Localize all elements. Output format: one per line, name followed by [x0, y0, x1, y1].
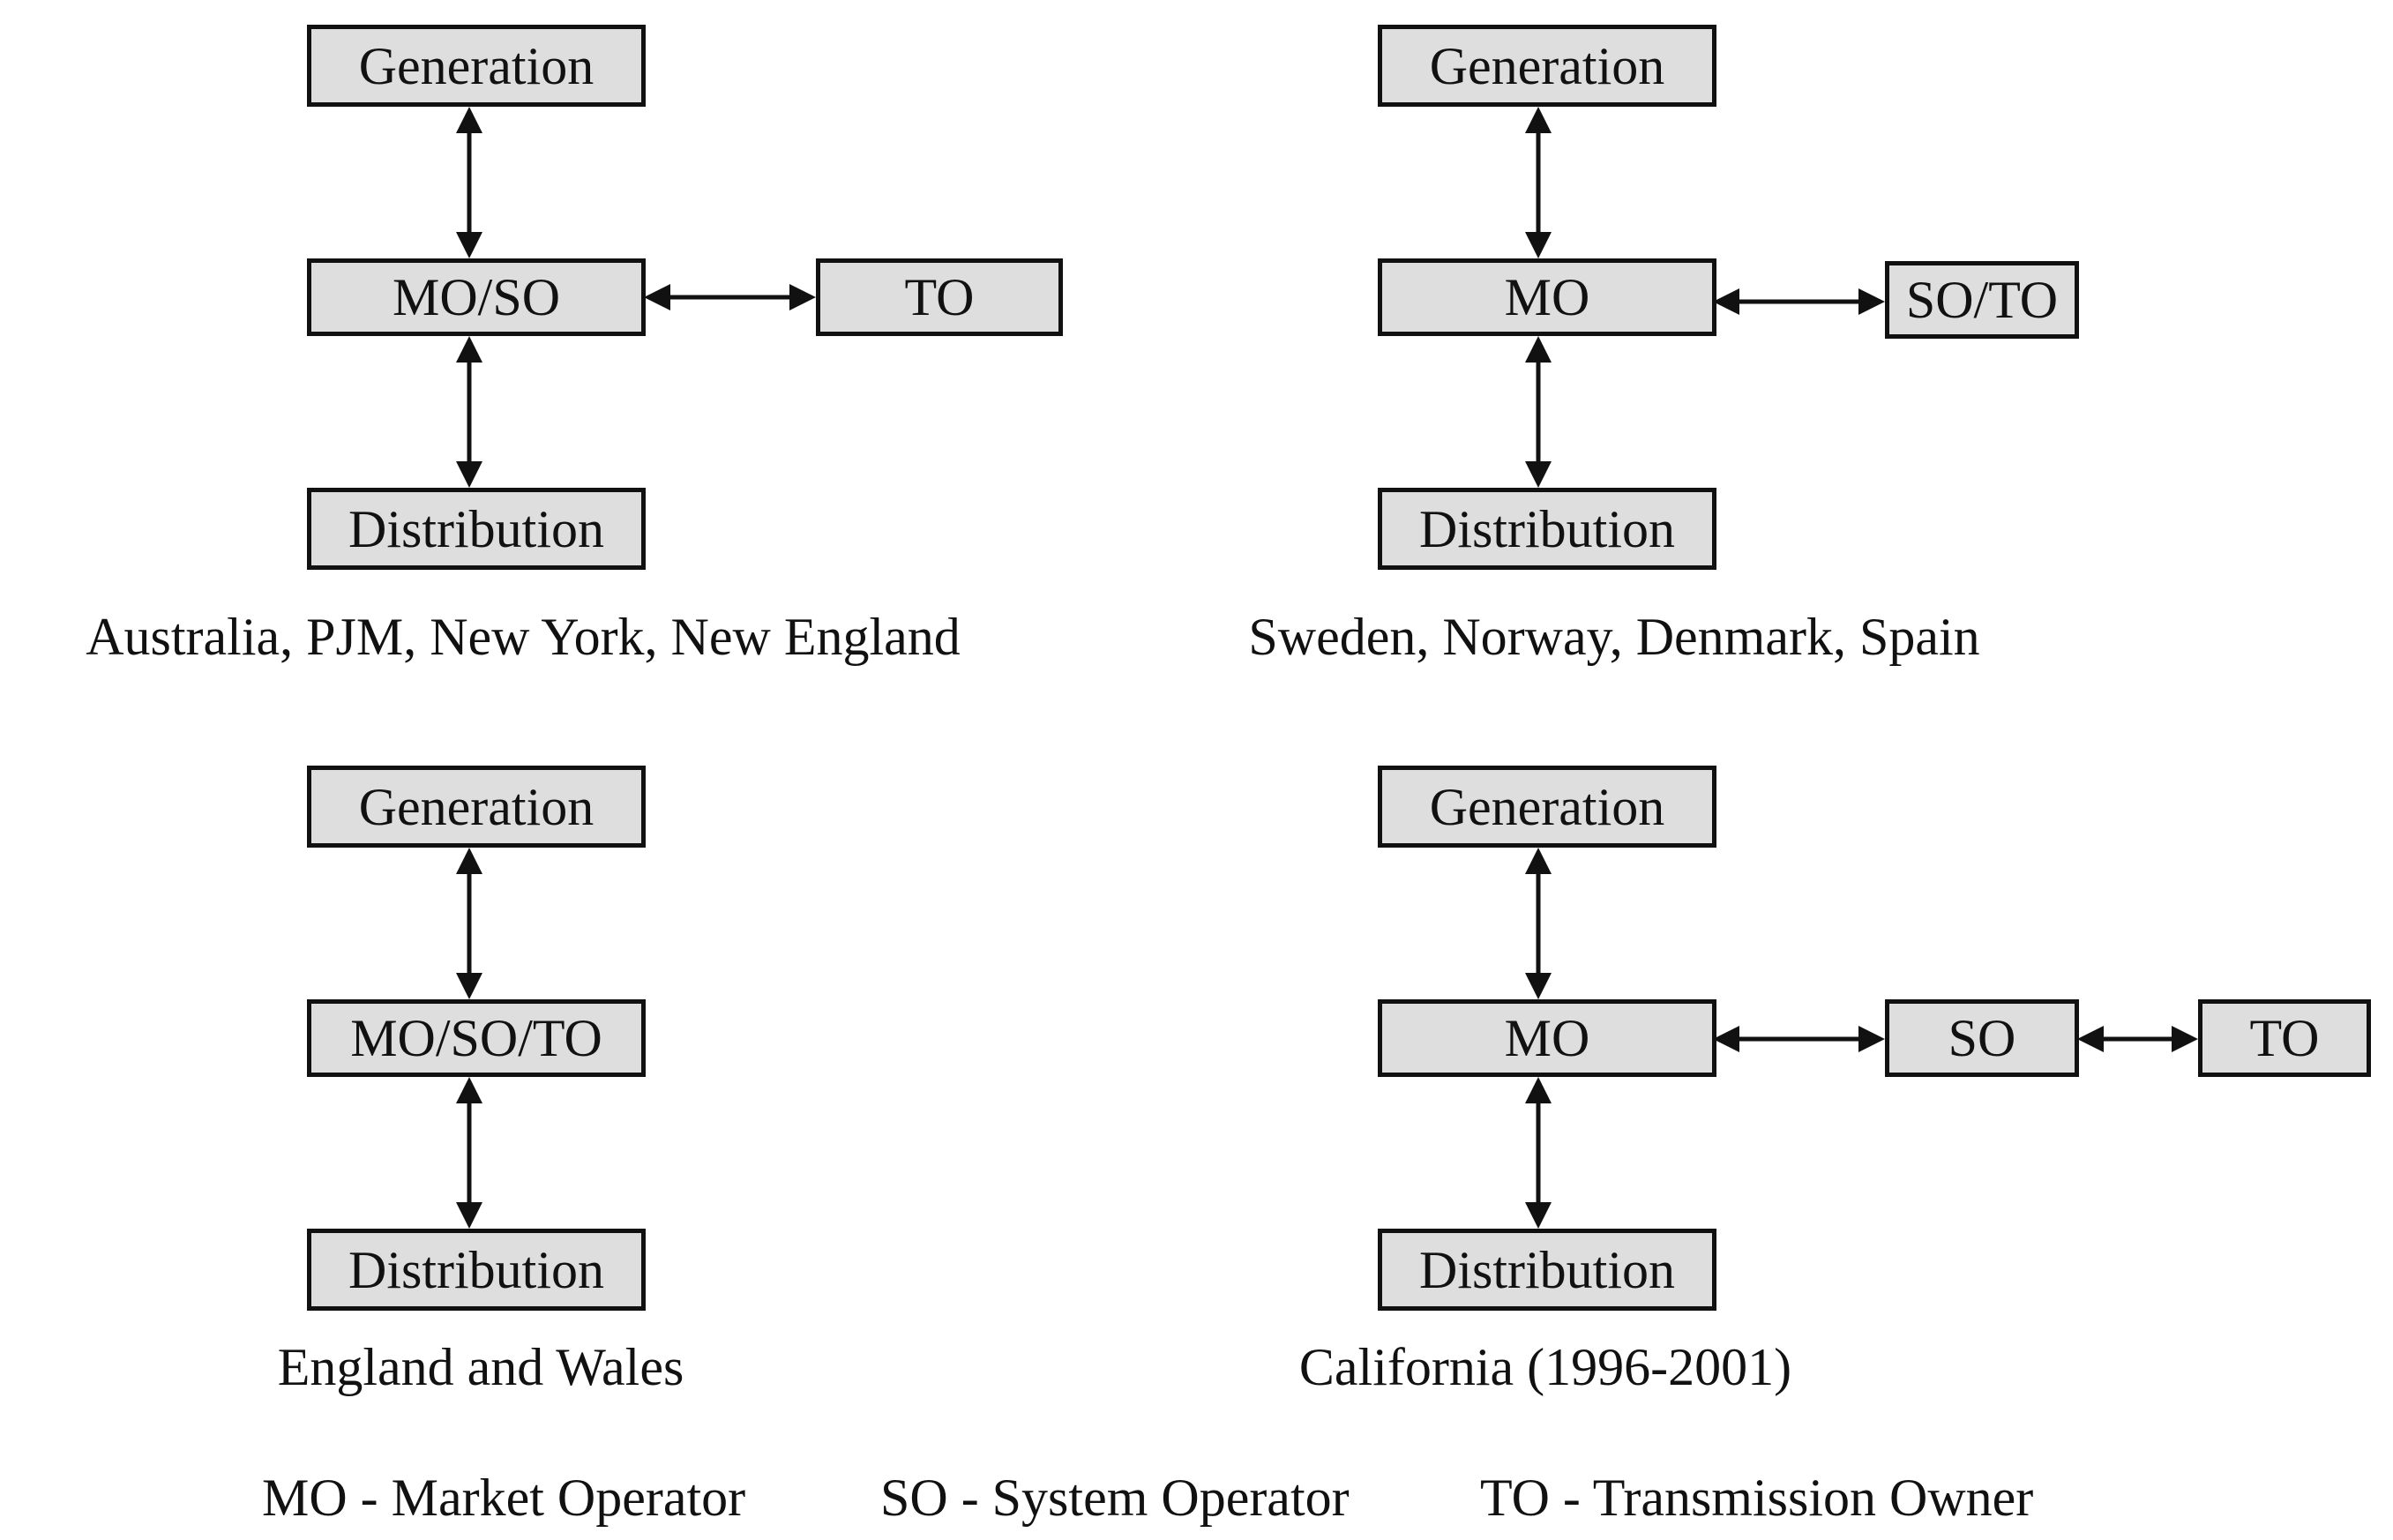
d1-distribution-box: Distribution: [307, 488, 646, 570]
d2-right1-box: SO/TO: [1885, 261, 2079, 339]
d3-generation-box: Generation: [307, 766, 646, 848]
d4-distribution-box: Distribution: [1378, 1229, 1716, 1311]
d3-caption: England and Wales: [277, 1338, 684, 1396]
legend-to: TO - Transmission Owner: [1480, 1469, 2034, 1527]
d4-right1-box: SO: [1885, 999, 2079, 1077]
d3-distribution-box: Distribution: [307, 1229, 646, 1311]
legend-mo: MO - Market Operator: [262, 1469, 746, 1527]
d1-right1-box: TO: [816, 258, 1063, 336]
d1-generation-box: Generation: [307, 25, 646, 107]
d3-center-box: MO/SO/TO: [307, 999, 646, 1077]
d4-generation-box: Generation: [1378, 766, 1716, 848]
d1-caption: Australia, PJM, New York, New England: [86, 608, 961, 666]
d4-caption: California (1996-2001): [1298, 1338, 1792, 1396]
d4-right2-box: TO: [2198, 999, 2371, 1077]
d1-center-box: MO/SO: [307, 258, 646, 336]
d4-center-box: MO: [1378, 999, 1716, 1077]
d2-generation-box: Generation: [1378, 25, 1716, 107]
d2-caption: Sweden, Norway, Denmark, Spain: [1248, 608, 1980, 666]
d2-center-box: MO: [1378, 258, 1716, 336]
legend-so: SO - System Operator: [880, 1469, 1350, 1527]
d2-distribution-box: Distribution: [1378, 488, 1716, 570]
